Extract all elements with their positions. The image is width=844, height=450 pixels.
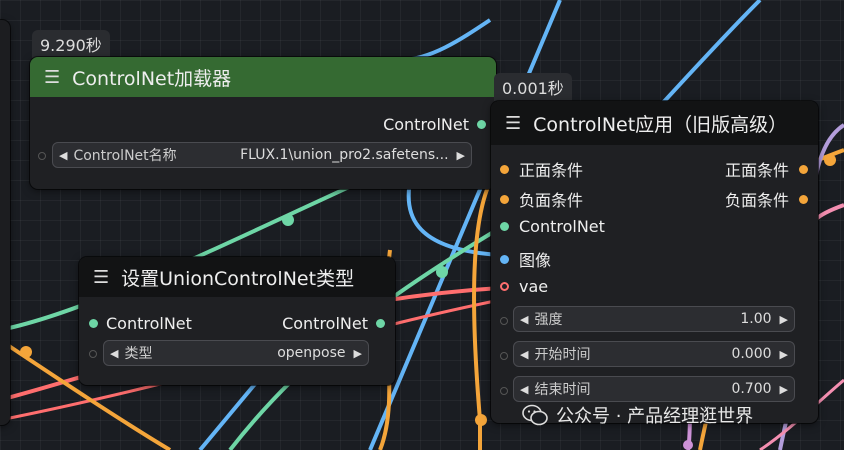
controlnet-output-dot[interactable] xyxy=(477,120,486,129)
menu-icon[interactable]: ☰ xyxy=(93,266,110,288)
input-label: ControlNet xyxy=(519,217,605,236)
widget-value: openpose xyxy=(277,345,346,361)
node-header[interactable]: ☰ 设置UnionControlNet类型 xyxy=(79,257,395,297)
execution-timer: 0.001秒 xyxy=(494,73,572,101)
vae-input-dot[interactable] xyxy=(500,282,509,291)
input-label: 负面条件 xyxy=(519,191,584,210)
input-controlnet[interactable]: ControlNet xyxy=(500,217,605,236)
strength-slider[interactable]: ◀ 强度 1.00 ▶ xyxy=(513,306,795,332)
controlnet-output-dot[interactable] xyxy=(376,319,385,328)
arrow-left-icon[interactable]: ◀ xyxy=(520,312,529,326)
arrow-left-icon[interactable]: ◀ xyxy=(520,382,529,396)
input-label: 正面条件 xyxy=(519,161,584,180)
negative-input-dot[interactable] xyxy=(500,194,509,204)
widget-input-ring[interactable] xyxy=(500,387,508,395)
offscreen-node[interactable] xyxy=(0,20,10,425)
execution-timer: 9.290秒 xyxy=(32,30,110,58)
positive-output-dot[interactable] xyxy=(799,164,808,174)
start-percent-slider[interactable]: ◀ 开始时间 0.000 ▶ xyxy=(513,341,795,367)
controlnet-apply-node[interactable]: ☰ ControlNet应用（旧版高级） 正面条件 负面条件 ControlNe… xyxy=(491,101,818,423)
arrow-right-icon[interactable]: ▶ xyxy=(779,382,788,396)
widget-label: 开始时间 xyxy=(534,347,591,363)
input-negative[interactable]: 负面条件 xyxy=(500,187,583,211)
widget-label: 结束时间 xyxy=(534,382,591,398)
positive-input-dot[interactable] xyxy=(500,164,509,174)
widget-input-ring[interactable] xyxy=(38,152,46,160)
widget-value: 1.00 xyxy=(740,311,772,327)
arrow-right-icon[interactable]: ▶ xyxy=(353,346,362,360)
arrow-left-icon[interactable]: ◀ xyxy=(110,346,119,360)
output-negative[interactable]: 负面条件 xyxy=(725,187,808,211)
controlnet-input-dot[interactable] xyxy=(500,222,509,231)
controlnet-input-dot[interactable] xyxy=(89,319,98,328)
type-combo[interactable]: ◀ 类型 openpose ▶ xyxy=(103,340,369,366)
arrow-right-icon[interactable]: ▶ xyxy=(779,347,788,361)
widget-label: 类型 xyxy=(124,346,153,362)
menu-icon[interactable]: ☰ xyxy=(44,66,61,88)
input-label: vae xyxy=(519,277,549,296)
node-title: ControlNet应用（旧版高级） xyxy=(533,113,788,136)
input-slot[interactable]: ControlNet xyxy=(89,314,192,333)
output-label: ControlNet xyxy=(282,314,368,333)
arrow-right-icon[interactable]: ▶ xyxy=(456,148,465,162)
union-type-node[interactable]: ☰ 设置UnionControlNet类型 ControlNet Control… xyxy=(79,257,395,385)
output-label: ControlNet xyxy=(383,115,469,134)
output-label: 负面条件 xyxy=(724,191,789,210)
widget-input-ring[interactable] xyxy=(500,352,508,360)
widget-value: 0.700 xyxy=(731,381,772,397)
negative-output-dot[interactable] xyxy=(799,194,808,204)
input-label: ControlNet xyxy=(106,314,192,333)
widget-value: 0.000 xyxy=(731,346,772,362)
arrow-right-icon[interactable]: ▶ xyxy=(779,312,788,326)
output-slot[interactable]: ControlNet xyxy=(282,314,385,333)
arrow-left-icon[interactable]: ◀ xyxy=(520,347,529,361)
end-percent-slider[interactable]: ◀ 结束时间 0.700 ▶ xyxy=(513,376,795,402)
output-label: 正面条件 xyxy=(724,161,789,180)
image-input-dot[interactable] xyxy=(500,254,509,264)
node-title: ControlNet加载器 xyxy=(72,67,232,90)
watermark: 公众号 · 产品经理逛世界 xyxy=(522,402,753,428)
controlnet-name-combo[interactable]: ◀ ControlNet名称 FLUX.1\union_pro2.safeten… xyxy=(52,142,472,168)
widget-value: FLUX.1\union_pro2.safetens... xyxy=(240,147,449,163)
input-image[interactable]: 图像 xyxy=(500,247,551,271)
output-positive[interactable]: 正面条件 xyxy=(725,157,808,181)
input-label: 图像 xyxy=(519,251,552,270)
node-header[interactable]: ☰ ControlNet加载器 xyxy=(30,57,496,97)
widget-input-ring[interactable] xyxy=(89,350,97,358)
widget-input-ring[interactable] xyxy=(500,317,508,325)
arrow-left-icon[interactable]: ◀ xyxy=(59,148,68,162)
menu-icon[interactable]: ☰ xyxy=(505,112,522,134)
input-positive[interactable]: 正面条件 xyxy=(500,157,583,181)
controlnet-loader-node[interactable]: ☰ ControlNet加载器 ControlNet ◀ ControlNet名… xyxy=(30,57,496,189)
input-vae[interactable]: vae xyxy=(500,277,548,296)
output-slot[interactable]: ControlNet xyxy=(383,115,486,134)
watermark-text: 公众号 · 产品经理逛世界 xyxy=(556,406,754,427)
widget-label: ControlNet名称 xyxy=(73,148,177,164)
node-header[interactable]: ☰ ControlNet应用（旧版高级） xyxy=(491,101,818,145)
wechat-icon xyxy=(522,404,548,426)
widget-label: 强度 xyxy=(534,312,563,328)
node-title: 设置UnionControlNet类型 xyxy=(121,267,355,290)
